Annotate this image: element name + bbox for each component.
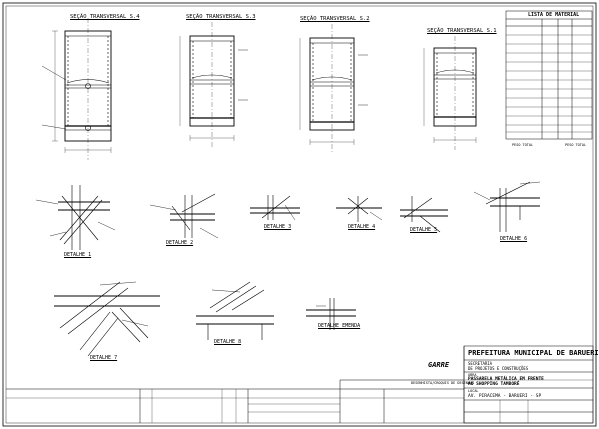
section-s1-drawing	[423, 36, 477, 150]
detail-3-title: DETALHE 3	[264, 224, 292, 230]
detail-7-drawing	[54, 281, 160, 357]
detail-5-title: DETALHE 5	[410, 227, 438, 233]
detail-emenda-drawing	[306, 298, 356, 330]
detail-2-title: DETALHE 2	[166, 240, 194, 246]
section-s4-title: SEÇÃO TRANSVERSAL S.4	[70, 14, 140, 20]
section-s2-drawing	[299, 24, 368, 152]
obra-label: OBRA	[468, 373, 477, 377]
material-table-title: LISTA DE MATERIAL	[528, 12, 580, 18]
revision-table	[6, 346, 465, 423]
obra-name: PASSARELA METÁLICA EM FRENTE	[468, 377, 544, 382]
detail-1-drawing	[35, 185, 116, 250]
detail-7-title: DETALHE 7	[90, 355, 118, 361]
detail-1-title: DETALHE 1	[64, 252, 92, 258]
detail-6-title: DETALHE 6	[500, 236, 528, 242]
detail-4-drawing	[336, 196, 383, 222]
secretaria-name: DE PROJETOS E CONSTRUÇÕES	[468, 366, 529, 371]
prefeitura-title: PREFEITURA MUNICIPAL DE BARUERI	[468, 349, 599, 357]
secretaria-label: SECRETARIA	[468, 361, 493, 366]
company-logo: GARRE	[428, 361, 450, 369]
section-s3-drawing	[179, 22, 248, 148]
material-table	[505, 10, 593, 140]
titleblock-frame	[463, 345, 594, 424]
detail-5-drawing	[400, 196, 448, 233]
detail-2-drawing	[149, 193, 219, 239]
section-s3-title: SEÇÃO TRANSVERSAL S.3	[186, 14, 256, 20]
local-label: LOCAL	[468, 389, 479, 393]
local-name: AV. PIRACEMA - BARUERI - SP	[468, 394, 542, 399]
detail-emenda-title: DETALHE EMENDA	[318, 323, 361, 329]
detail-6-drawing	[473, 181, 541, 232]
obra-name-2: AO SHOPPING TAMBORÉ	[468, 382, 520, 387]
detail-8-drawing	[196, 281, 274, 340]
material-footnote-left: PESO TOTAL	[512, 143, 534, 147]
detail-4-title: DETALHE 4	[348, 224, 376, 230]
inner-border	[5, 5, 594, 424]
detail-8-title: DETALHE 8	[214, 339, 242, 345]
desenhista-label: DESENHISTA/CROQUIS DE DESENHOS	[411, 381, 475, 385]
section-s4-drawing	[41, 18, 112, 160]
section-s1-title: SEÇÃO TRANSVERSAL S.1	[427, 28, 497, 34]
section-s2-title: SEÇÃO TRANSVERSAL S.2	[300, 16, 370, 22]
detail-3-drawing	[250, 195, 300, 221]
material-footnote-right: PESO TOTAL	[565, 143, 587, 147]
